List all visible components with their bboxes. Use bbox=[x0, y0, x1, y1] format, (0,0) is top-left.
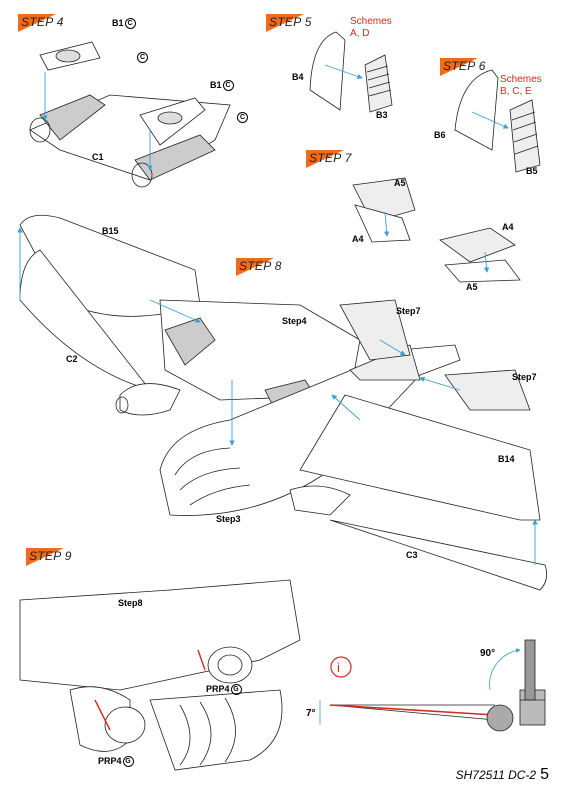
kit-code: SH72511 DC-2 bbox=[455, 768, 537, 782]
step-9-label: STEP 9 bbox=[29, 549, 72, 563]
glue-c-badge: C bbox=[124, 18, 136, 30]
scheme-title: Schemes bbox=[500, 74, 542, 85]
scheme-list: B, C, E bbox=[500, 86, 532, 97]
step-5-label: STEP 5 bbox=[269, 15, 312, 29]
part-label-a4: A4 bbox=[352, 234, 364, 244]
step-7-label: STEP 7 bbox=[309, 151, 352, 165]
step-8-label: STEP 8 bbox=[239, 259, 282, 273]
info-icon: i bbox=[337, 660, 340, 675]
angle-7-label: 7° bbox=[306, 708, 316, 719]
part-label-a5: A5 bbox=[394, 178, 406, 188]
glue-c-marker: C bbox=[136, 52, 148, 64]
part-label-b14: B14 bbox=[498, 454, 515, 464]
scheme-note-step6: Schemes B, C, E bbox=[500, 74, 542, 98]
scheme-list: A, D bbox=[350, 28, 370, 39]
part-label-step4: Step4 bbox=[282, 316, 307, 326]
part-label-step7-second: Step7 bbox=[512, 372, 537, 382]
part-label-b3: B3 bbox=[376, 110, 388, 120]
glue-g-badge: G bbox=[122, 756, 134, 768]
scheme-title: Schemes bbox=[350, 16, 392, 27]
step-6-label: STEP 6 bbox=[443, 59, 486, 73]
glue-c-marker-2: C bbox=[236, 112, 248, 124]
part-label-step8: Step8 bbox=[118, 598, 143, 608]
part-label-step7: Step7 bbox=[396, 306, 421, 316]
part-label-step3: Step3 bbox=[216, 514, 241, 524]
part-label-b5: B5 bbox=[526, 166, 538, 176]
page-number: 5 bbox=[540, 766, 549, 783]
part-label-a5-second: A5 bbox=[466, 282, 478, 292]
scheme-note-step5: Schemes A, D bbox=[350, 16, 392, 40]
glue-c-badge: C bbox=[222, 80, 234, 92]
glue-g-badge: G bbox=[230, 684, 242, 696]
part-label-b6: B6 bbox=[434, 130, 446, 140]
part-label-b4: B4 bbox=[292, 72, 304, 82]
part-label-c1: C1 bbox=[92, 152, 104, 162]
angle-90-label: 90° bbox=[480, 648, 496, 659]
step-4-label: STEP 4 bbox=[21, 15, 64, 29]
part-label-c3: C3 bbox=[406, 550, 418, 560]
part-label-c2: C2 bbox=[66, 354, 78, 364]
part-label-a4-second: A4 bbox=[502, 222, 514, 232]
part-label-b15: B15 bbox=[102, 226, 119, 236]
